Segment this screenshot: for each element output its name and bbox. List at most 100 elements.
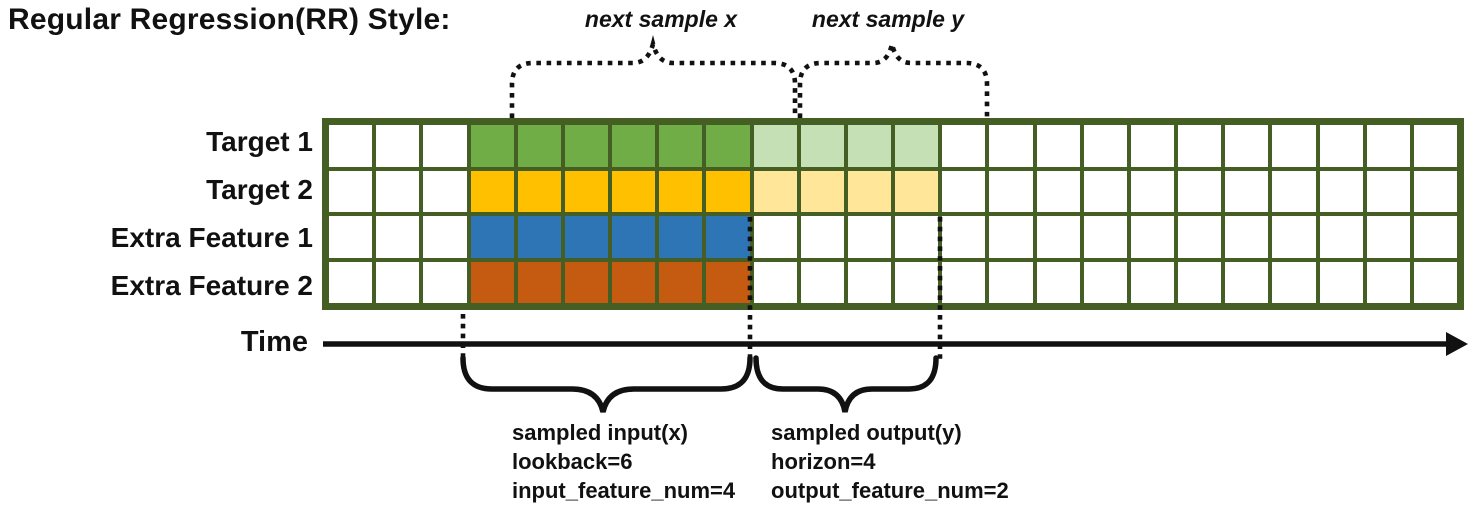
grid-cell <box>1411 168 1459 214</box>
grid-cell <box>1223 168 1271 214</box>
grid-cell <box>1411 259 1459 305</box>
next-sample-y-brace <box>797 43 990 118</box>
grid-cell <box>751 168 799 214</box>
grid-cell <box>893 123 941 169</box>
grid-cell <box>940 168 988 214</box>
grid-cell <box>1317 168 1365 214</box>
grid-cell <box>1034 259 1082 305</box>
grid-cell <box>940 214 988 260</box>
grid-cell <box>704 123 752 169</box>
grid-cell <box>845 123 893 169</box>
grid-cell <box>1364 123 1412 169</box>
grid-cell <box>1411 123 1459 169</box>
grid-cell <box>845 168 893 214</box>
grid-cell <box>562 214 610 260</box>
grid-cell <box>1317 123 1365 169</box>
grid-cell <box>562 123 610 169</box>
row-label-target-2: Target 2 <box>206 174 313 205</box>
grid-cell <box>468 214 516 260</box>
row-label-target-1: Target 1 <box>206 126 313 157</box>
grid-cell <box>610 214 658 260</box>
diagram-title: Regular Regression(RR) Style: <box>8 3 451 36</box>
sampled-output-title: sampled output(y) <box>771 420 962 445</box>
next-sample-y-label: next sample y <box>811 6 965 32</box>
grid-cell <box>798 123 846 169</box>
grid-cell <box>704 214 752 260</box>
grid-cell <box>657 259 705 305</box>
grid-cell <box>798 214 846 260</box>
grid-cell <box>610 259 658 305</box>
next-sample-x-label: next sample x <box>584 6 738 32</box>
grid-cell <box>468 259 516 305</box>
grid-cell <box>1034 214 1082 260</box>
grid-cell <box>1081 214 1129 260</box>
sampled-output-annotation: sampled output(y) horizon=4 output_featu… <box>771 418 1009 505</box>
grid-cell <box>421 123 469 169</box>
grid-cell <box>1176 259 1224 305</box>
grid-cell <box>327 214 375 260</box>
grid-cell <box>940 123 988 169</box>
grid-cell <box>1223 259 1271 305</box>
grid-cell <box>562 259 610 305</box>
time-axis-label: Time <box>240 326 308 358</box>
grid-cell <box>515 214 563 260</box>
grid-cell <box>1176 214 1224 260</box>
sampled-input-brace <box>460 355 753 413</box>
grid-cell <box>421 214 469 260</box>
grid-cell <box>987 214 1035 260</box>
grid-cell <box>751 259 799 305</box>
grid-cell <box>374 259 422 305</box>
grid-cell <box>1364 259 1412 305</box>
grid-cell <box>1176 168 1224 214</box>
grid-cell <box>1270 259 1318 305</box>
grid-cell <box>893 214 941 260</box>
grid-cell <box>798 168 846 214</box>
row-label-extra-feature-2: Extra Feature 2 <box>110 270 313 301</box>
horizon-value: horizon=4 <box>771 449 876 474</box>
grid-cell <box>704 259 752 305</box>
grid-cell <box>1411 214 1459 260</box>
grid-cell <box>515 123 563 169</box>
grid-cell <box>327 259 375 305</box>
grid-cell <box>845 214 893 260</box>
grid-cell <box>1270 123 1318 169</box>
grid-cell <box>1364 168 1412 214</box>
grid-cell <box>657 123 705 169</box>
grid-cell <box>468 168 516 214</box>
grid-cell <box>1128 259 1176 305</box>
grid-cell <box>1223 123 1271 169</box>
sampled-input-title: sampled input(x) <box>512 420 689 445</box>
grid-cell <box>421 168 469 214</box>
time-axis-arrow <box>323 332 1468 356</box>
grid-cell <box>893 259 941 305</box>
grid-cell <box>1128 123 1176 169</box>
grid-cell <box>468 123 516 169</box>
grid-cell <box>562 168 610 214</box>
grid-cell <box>515 168 563 214</box>
grid-cell <box>1081 259 1129 305</box>
grid-cell <box>893 168 941 214</box>
grid-cell <box>1034 168 1082 214</box>
grid-cell <box>1034 123 1082 169</box>
grid-cell <box>1081 123 1129 169</box>
grid-cell <box>987 123 1035 169</box>
row-label-extra-feature-1: Extra Feature 1 <box>110 222 313 253</box>
grid-cell <box>1270 214 1318 260</box>
grid-cell <box>704 168 752 214</box>
grid-cell <box>845 259 893 305</box>
input-feature-num-value: input_feature_num=4 <box>512 478 736 503</box>
grid-cell <box>987 259 1035 305</box>
next-sample-x-brace <box>509 34 798 118</box>
grid-cell <box>1176 123 1224 169</box>
lookback-value: lookback=6 <box>512 449 633 474</box>
grid-cell <box>610 168 658 214</box>
grid-cell <box>751 214 799 260</box>
grid-cell <box>1364 214 1412 260</box>
grid-cell <box>1317 214 1365 260</box>
grid-cell <box>751 123 799 169</box>
grid-cell <box>374 168 422 214</box>
grid-cell <box>327 123 375 169</box>
grid-cell <box>610 123 658 169</box>
grid-cell <box>515 259 563 305</box>
